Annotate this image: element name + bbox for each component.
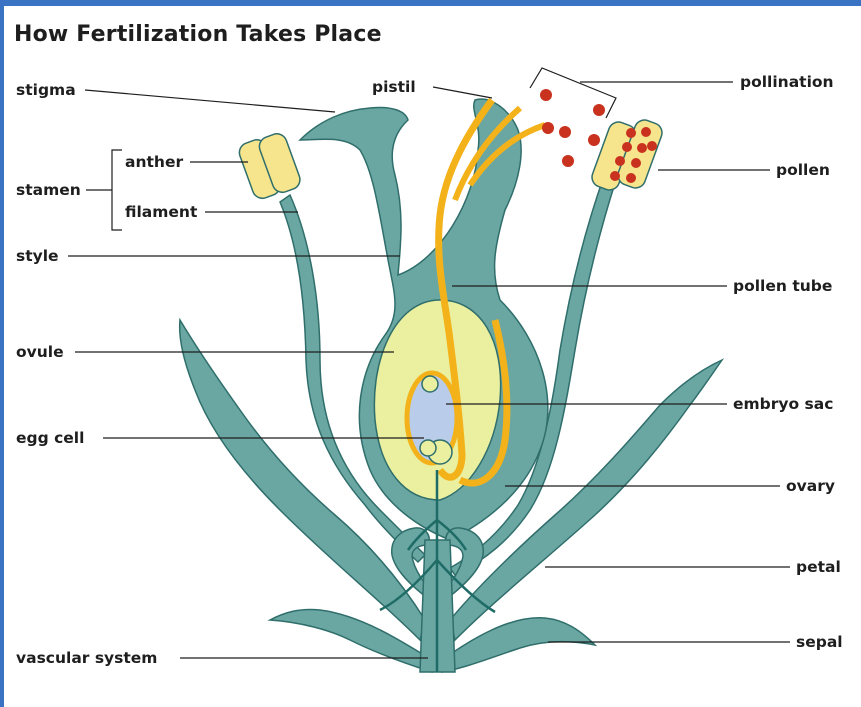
label-egg-cell: egg cell: [16, 429, 84, 447]
label-sepal: sepal: [796, 633, 843, 651]
leader-stigma: [85, 90, 335, 112]
label-stamen: stamen: [16, 181, 81, 199]
label-pollen-tube: pollen tube: [733, 277, 832, 295]
flower-illustration: [180, 89, 722, 672]
label-vascular-system: vascular system: [16, 649, 157, 667]
stamen-bracket: [86, 150, 122, 230]
label-embryo-sac: embryo sac: [733, 395, 833, 413]
egg-cell-shape-2: [420, 440, 436, 456]
label-stigma: stigma: [16, 81, 76, 99]
label-style: style: [16, 247, 59, 265]
label-ovule: ovule: [16, 343, 64, 361]
label-anther: anther: [125, 153, 183, 171]
polar-nuclei: [422, 376, 438, 392]
pollen-grains-airborne: [540, 89, 605, 167]
label-petal: petal: [796, 558, 841, 576]
anther-left: [237, 131, 303, 201]
label-pistil: pistil: [372, 78, 416, 96]
leader-pistil: [433, 87, 492, 98]
label-pollen: pollen: [776, 161, 830, 179]
label-pollination: pollination: [740, 73, 834, 91]
label-ovary: ovary: [786, 477, 835, 495]
label-filament: filament: [125, 203, 198, 221]
anther-right: [589, 117, 665, 192]
